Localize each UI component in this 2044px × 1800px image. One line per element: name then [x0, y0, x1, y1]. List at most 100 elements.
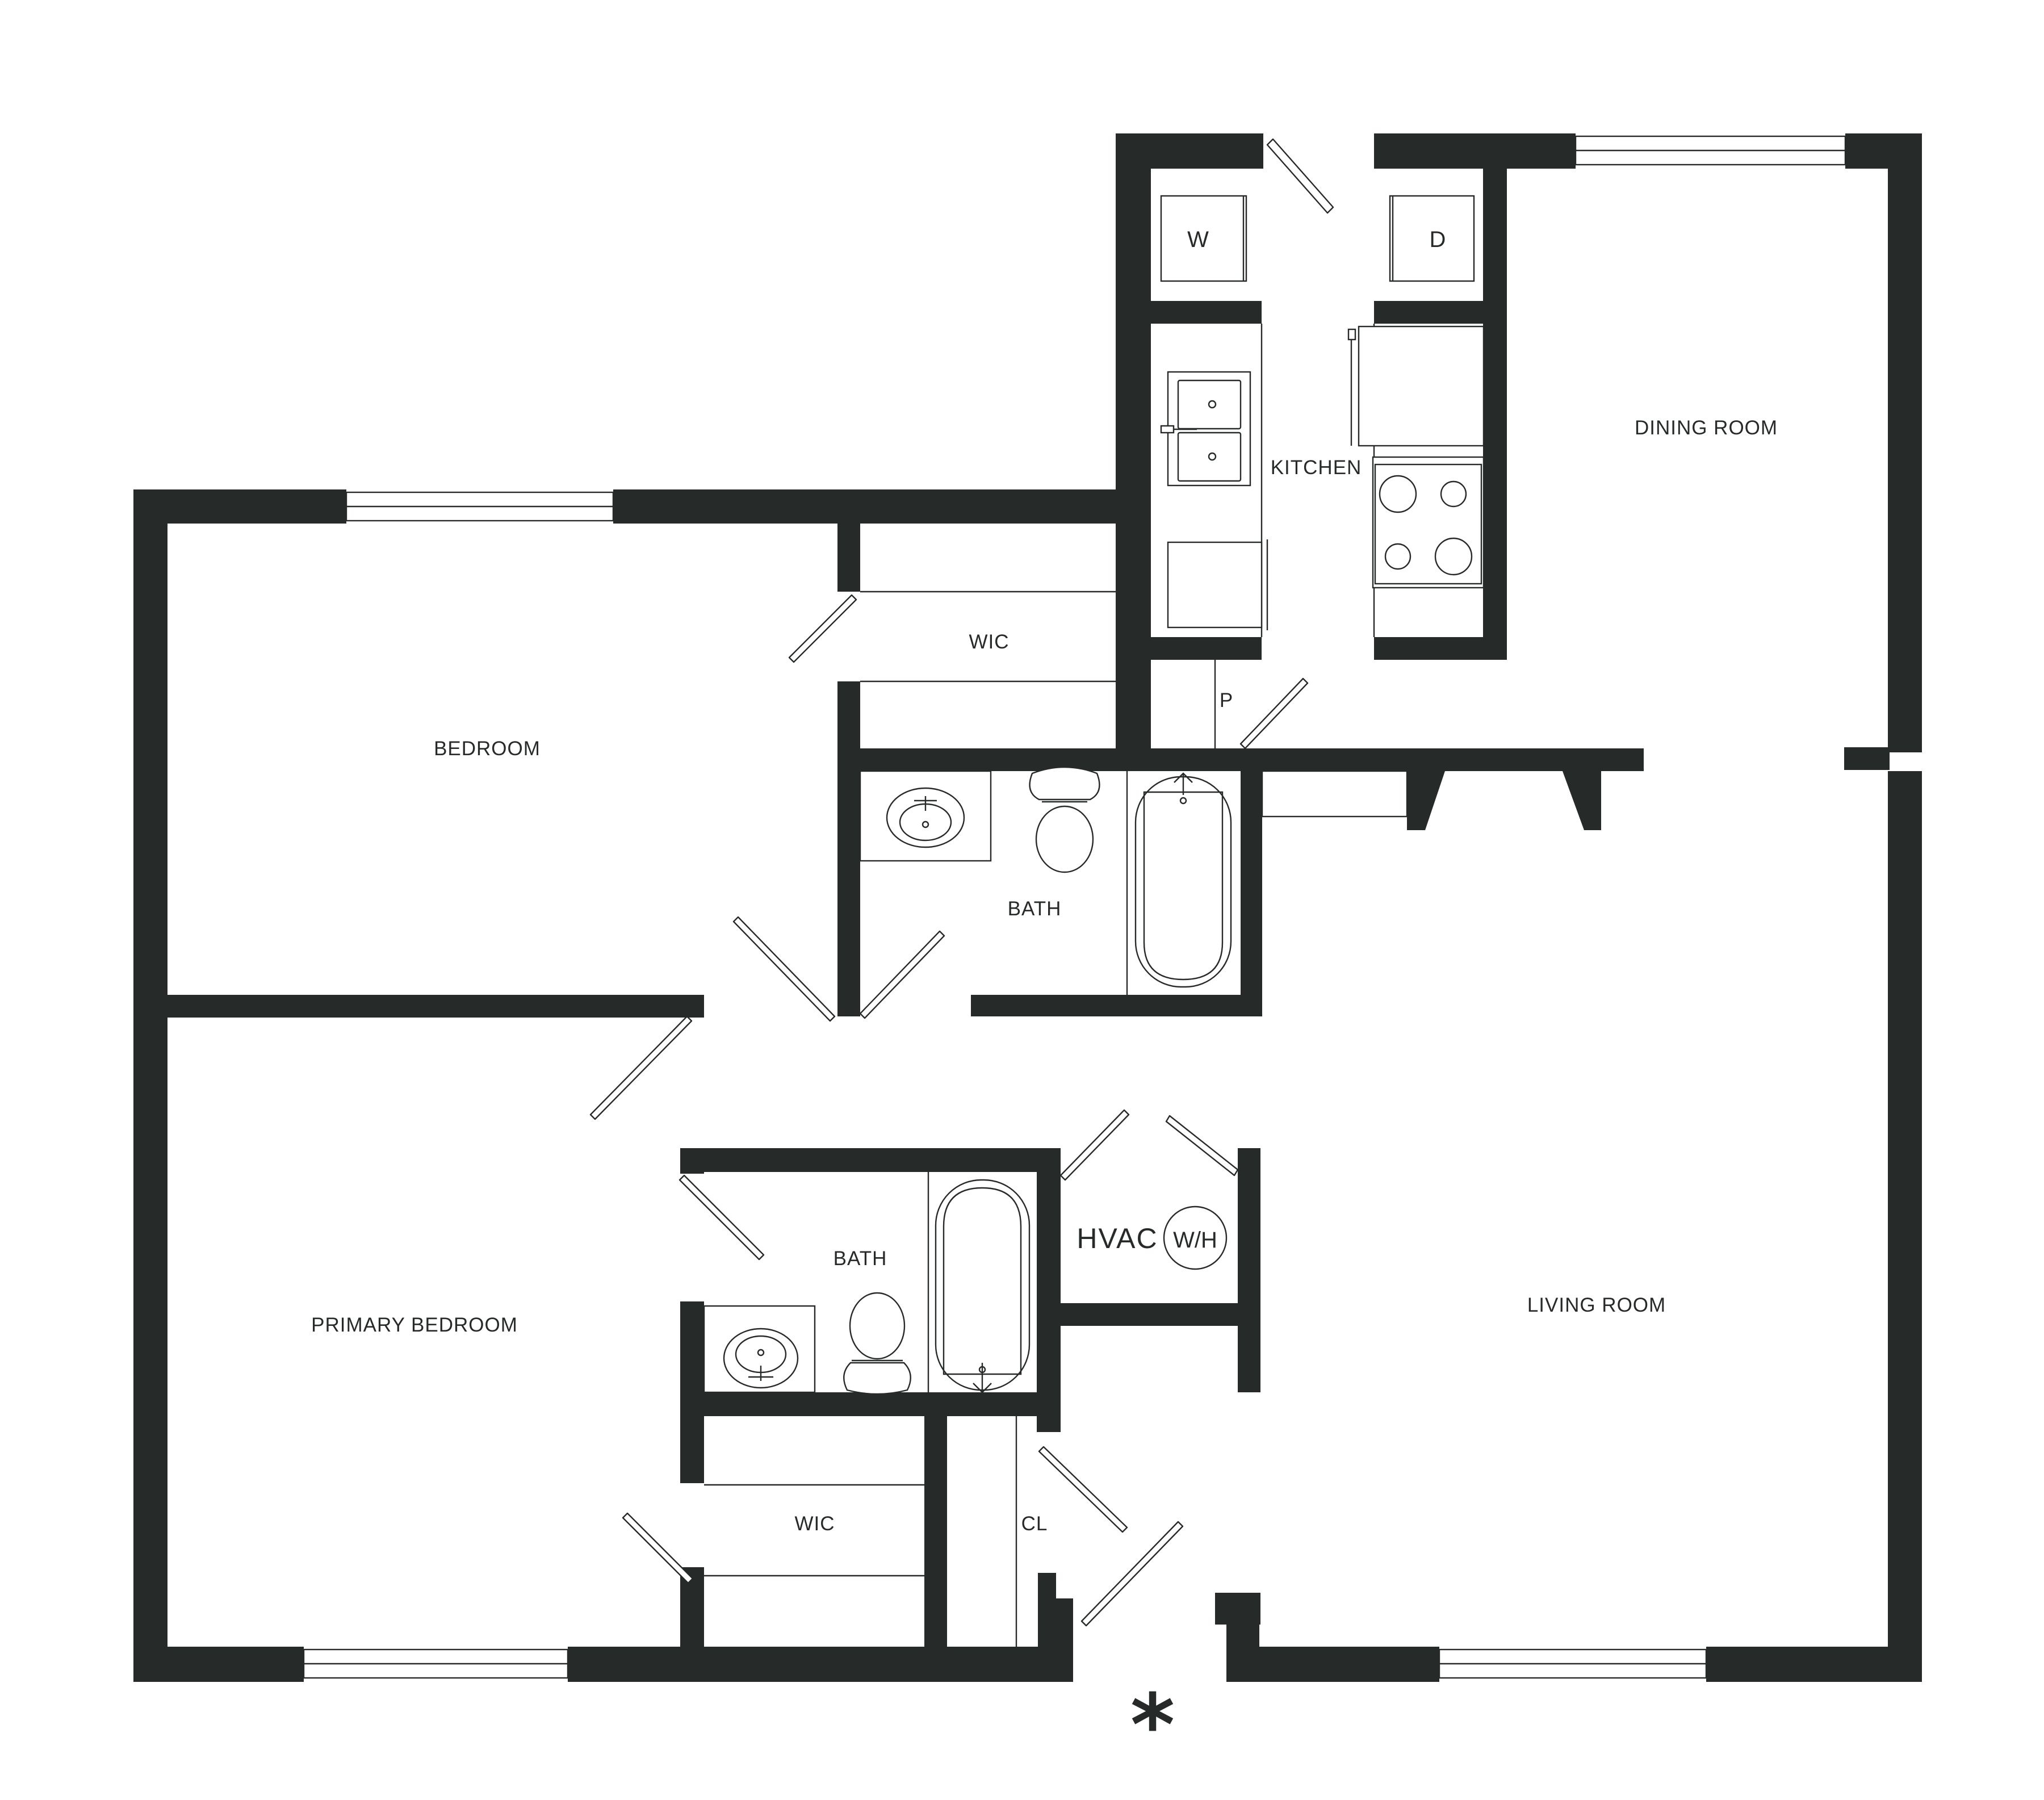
wall-hvac-right: [1238, 1148, 1260, 1392]
kitchen-sink-basin-top: [1177, 379, 1242, 430]
wall-bottom-left-a: [133, 1647, 304, 1682]
bath-top-tub: [1134, 776, 1232, 988]
bath-bottom-tub: [935, 1179, 1031, 1391]
wall-right-upper: [1888, 133, 1922, 752]
wall-bedroom-divider: [167, 995, 704, 1018]
wall-wic-bottom-left-lower: [680, 1567, 704, 1647]
wall-bath-top-right: [1241, 769, 1262, 1016]
burner-front-left: [1384, 543, 1411, 570]
wall-wic-top-stub: [837, 524, 860, 592]
windows: [303, 135, 1846, 1679]
kitchen-sink-drain-top: [1208, 400, 1217, 409]
washer-label: W: [1187, 227, 1209, 252]
bath-top-tub-drain: [1179, 797, 1187, 805]
range: [1372, 456, 1485, 589]
wall-entry-jamb-left-b: [1055, 1598, 1073, 1647]
wall-bath-bottom-left-upper: [680, 1148, 704, 1174]
door-bath-top: [859, 930, 945, 1019]
wall-bottom-left-b: [568, 1647, 1073, 1682]
door-laundry: [1266, 138, 1334, 214]
dryer-label: D: [1430, 227, 1446, 252]
wall-kitchen-top-right: [1374, 133, 1576, 169]
kitchen-faucet: [1160, 425, 1175, 434]
burner-back-right: [1440, 480, 1467, 508]
wall-kitchen-bottom-right: [1374, 637, 1507, 660]
bath-top-toilet-bowl: [1035, 805, 1094, 873]
refrigerator: [1358, 325, 1485, 447]
bath-top-tub-inner: [1143, 791, 1224, 981]
door-bath-bottom: [678, 1174, 765, 1261]
bath-bottom-sink-drain: [757, 1349, 765, 1357]
door-primary: [589, 1015, 693, 1120]
label-bath-bottom: BATH: [833, 1248, 887, 1270]
walls: [133, 133, 1922, 1682]
bath-top-toilet-tank: [1029, 766, 1100, 801]
bath-bottom-tub-inner: [943, 1187, 1022, 1375]
bath-top-sink-drain: [922, 821, 929, 828]
wall-wic-right: [1130, 524, 1151, 751]
wall-wic-cl-divider: [924, 1414, 947, 1647]
door-wic-top: [788, 594, 857, 663]
label-hvac: HVAC: [1077, 1223, 1158, 1254]
bath-bottom-vanity: [703, 1305, 816, 1393]
bath-bottom-toilet-tank: [843, 1362, 911, 1395]
kitchen-sink-basin-bottom: [1177, 432, 1242, 482]
dishwasher: [1167, 541, 1263, 629]
label-primary-bedroom: PRIMARY BEDROOM: [311, 1314, 518, 1336]
label-dining-room: DINING ROOM: [1635, 417, 1778, 439]
label-living-room: LIVING ROOM: [1527, 1294, 1666, 1316]
wall-bath-top-bottom: [971, 995, 1262, 1016]
appliances: W D W/H: [1160, 195, 1485, 1270]
dryer: [1389, 195, 1475, 282]
wall-laundry-sep-left: [1151, 301, 1262, 324]
wall-top-bedroom-a: [133, 489, 346, 524]
label-wic-top: WIC: [969, 631, 1009, 653]
wall-bath-bottom-top: [680, 1148, 1061, 1172]
label-closet: CL: [1021, 1513, 1048, 1535]
washer: [1160, 195, 1247, 282]
refrigerator-handle: [1347, 328, 1356, 341]
wall-bath-bottom-floor: [680, 1392, 1061, 1416]
wall-laundry-sep-right: [1374, 301, 1488, 324]
wall-entry-jamb-right-b: [1226, 1593, 1259, 1682]
bath-bottom-sink: [723, 1328, 799, 1389]
wall-kitchen-right: [1483, 169, 1507, 660]
doors: [589, 138, 1334, 1627]
door-closet: [1038, 1446, 1128, 1533]
label-bedroom: BEDROOM: [434, 738, 541, 760]
wall-mid-horizontal: [837, 748, 1644, 771]
bath-fixtures: [723, 766, 1232, 1395]
wall-entry-jamb-left: [1038, 1573, 1056, 1647]
wall-left: [133, 489, 167, 1682]
label-wic-bottom: WIC: [794, 1513, 835, 1535]
wall-bottom-right-b: [1706, 1647, 1922, 1682]
wall-right-stub: [1844, 747, 1890, 770]
wall-hvac-bottom: [1061, 1303, 1239, 1326]
door-wic-bottom: [622, 1512, 694, 1584]
label-pantry: P: [1220, 689, 1233, 711]
water-heater-label: W/H: [1173, 1228, 1217, 1253]
fireplace: [1407, 769, 1601, 830]
door-entry: [1080, 1521, 1184, 1627]
room-labels: DINING ROOM KITCHEN BEDROOM WIC P BATH P…: [311, 417, 1778, 1535]
living-shelf: [1261, 770, 1408, 818]
label-kitchen: KITCHEN: [1271, 457, 1362, 479]
bath-top-sink: [886, 787, 965, 848]
door-hvac-left: [1059, 1109, 1130, 1181]
door-bedroom: [732, 916, 836, 1022]
label-bath-top: BATH: [1008, 898, 1062, 920]
door-hvac-right: [1165, 1115, 1239, 1177]
kitchen-sink-drain-bottom: [1208, 452, 1217, 461]
water-heater: [1163, 1205, 1228, 1270]
wall-right-lower: [1888, 771, 1922, 1682]
wall-bath-bottom-right: [1037, 1148, 1061, 1432]
burner-front-right: [1434, 537, 1473, 576]
wall-bottom-right-a: [1226, 1647, 1439, 1682]
range-top: [1374, 463, 1482, 585]
burner-back-left: [1379, 475, 1417, 513]
wall-top-bedroom-b: [613, 489, 1147, 524]
wall-kitchen-bottom-left: [1151, 637, 1262, 660]
entry-marker: *: [1130, 1676, 1175, 1775]
bath-bottom-toilet-bowl: [849, 1292, 906, 1360]
